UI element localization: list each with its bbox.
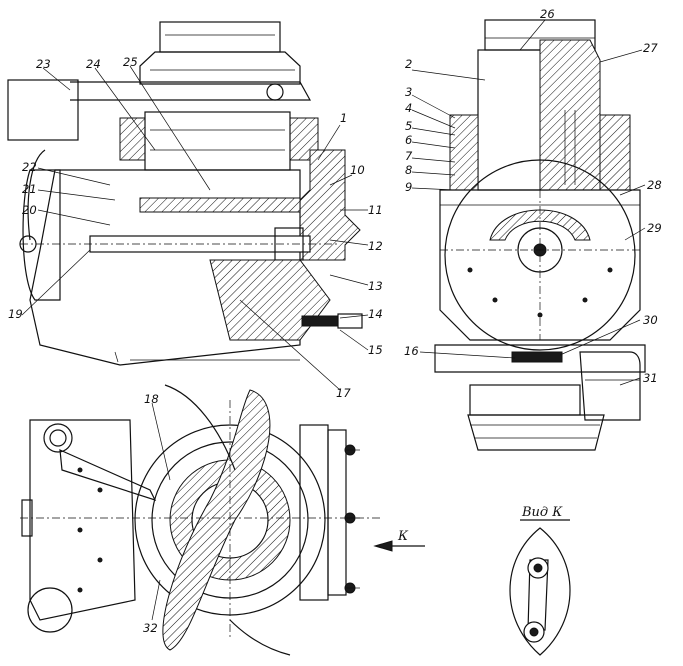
part-label-5: 5 [405, 119, 412, 133]
part-label-24: 24 [86, 57, 101, 71]
part-label-30: 30 [643, 313, 658, 327]
part-label-20: 20 [22, 203, 37, 217]
part-label-15: 15 [368, 343, 383, 357]
part-label-10: 10 [350, 163, 365, 177]
part-number-labels: 1 2 3 4 5 6 7 8 9 10 11 12 13 14 15 16 1… [8, 7, 662, 635]
part-label-22: 22 [22, 160, 37, 174]
part-label-26: 26 [540, 7, 555, 21]
leader-lines [21, 19, 646, 621]
part-label-28: 28 [647, 178, 662, 192]
part-label-4: 4 [405, 101, 412, 115]
part-label-32: 32 [143, 621, 158, 635]
part-label-27: 27 [643, 41, 658, 55]
part-label-29: 29 [647, 221, 662, 235]
view-k-detail [509, 519, 571, 656]
part-label-31: 31 [643, 371, 658, 385]
part-label-11: 11 [368, 203, 383, 217]
arrow-k-label: К [397, 529, 409, 544]
part-label-17: 17 [336, 386, 351, 400]
part-label-8: 8 [405, 163, 412, 177]
part-label-13: 13 [368, 279, 383, 293]
part-label-12: 12 [368, 239, 383, 253]
part-label-18: 18 [144, 392, 159, 406]
part-label-9: 9 [405, 180, 412, 194]
part-label-6: 6 [405, 133, 412, 147]
plan-view [20, 384, 425, 656]
part-label-16: 16 [404, 344, 419, 358]
part-label-25: 25 [123, 55, 138, 69]
part-label-21: 21 [22, 182, 37, 196]
part-label-14: 14 [368, 307, 383, 321]
side-section-view [7, 21, 363, 366]
part-label-1: 1 [340, 111, 347, 125]
front-section-view [434, 19, 646, 451]
part-label-3: 3 [405, 85, 412, 99]
part-label-23: 23 [36, 57, 51, 71]
part-label-7: 7 [405, 149, 413, 163]
view-k-label: Вид К [521, 505, 563, 520]
part-label-19: 19 [8, 307, 23, 321]
part-label-2: 2 [405, 57, 412, 71]
